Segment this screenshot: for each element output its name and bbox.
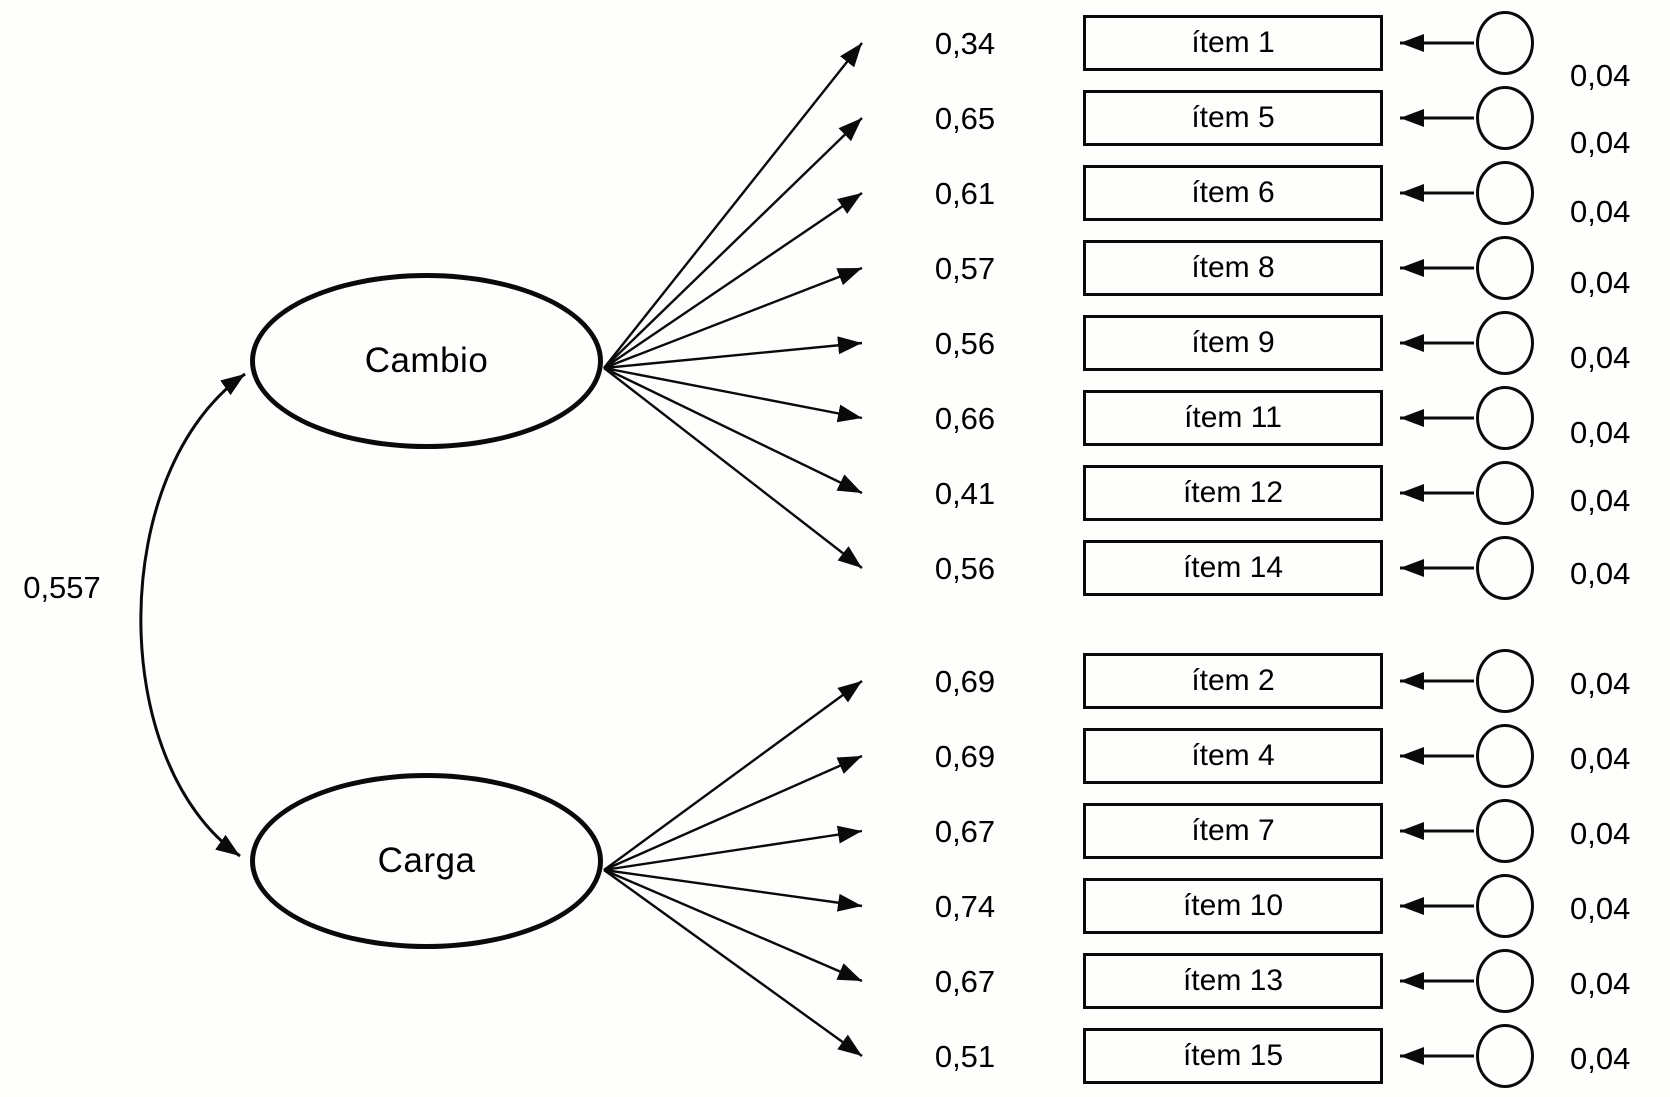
item-label: ítem 7 (1191, 814, 1275, 847)
loading-value: 0,57 (934, 251, 996, 286)
error-value: 0,04 (1570, 1041, 1631, 1076)
factor-loading-arrow (603, 117, 863, 369)
error-value: 0,04 (1570, 666, 1631, 701)
error-term-circle (1476, 11, 1534, 75)
error-term-circle (1476, 311, 1534, 375)
item-box: ítem 4 (1083, 728, 1383, 784)
error-term-circle (1476, 649, 1534, 713)
error-term-circle (1476, 86, 1534, 150)
error-term-circle (1476, 799, 1534, 863)
item-box: ítem 10 (1083, 878, 1383, 934)
latent-factor-carga: Carga (250, 773, 603, 949)
item-box: ítem 15 (1083, 1028, 1383, 1084)
item-box: ítem 12 (1083, 465, 1383, 521)
loading-value: 0,74 (934, 889, 996, 924)
item-label: ítem 4 (1191, 739, 1275, 772)
item-box: ítem 1 (1083, 15, 1383, 71)
item-box: ítem 8 (1083, 240, 1383, 296)
error-term-circle (1476, 1024, 1534, 1088)
loading-value: 0,69 (934, 664, 996, 699)
item-box: ítem 9 (1083, 315, 1383, 371)
factor-loading-arrow (603, 192, 863, 369)
error-value: 0,04 (1570, 483, 1631, 518)
item-label: ítem 5 (1191, 101, 1275, 134)
latent-factor-carga-label: Carga (377, 841, 476, 880)
item-label: ítem 12 (1182, 476, 1284, 509)
latent-factor-cambio-label: Cambio (364, 341, 489, 380)
factor-loading-arrow (603, 868, 863, 912)
loading-value: 0,67 (934, 814, 996, 849)
factor-loading-arrow (603, 366, 863, 495)
factor-loading-arrow (603, 868, 863, 983)
loading-value: 0,67 (934, 964, 996, 999)
item-box: ítem 6 (1083, 165, 1383, 221)
factor-loading-arrow (603, 336, 863, 370)
factor-loading-arrow (603, 366, 863, 423)
item-box: ítem 2 (1083, 653, 1383, 709)
error-value: 0,04 (1570, 556, 1631, 591)
error-value: 0,04 (1570, 816, 1631, 851)
error-value: 0,04 (1570, 125, 1631, 160)
loading-value: 0,56 (934, 551, 996, 586)
error-value: 0,04 (1570, 415, 1631, 450)
factor-loading-arrow (603, 42, 863, 369)
item-box: ítem 5 (1083, 90, 1383, 146)
item-label: ítem 11 (1184, 401, 1282, 434)
error-value: 0,04 (1570, 966, 1631, 1001)
error-term-circle (1476, 461, 1534, 525)
loading-value: 0,41 (934, 476, 996, 511)
loading-value: 0,61 (934, 176, 996, 211)
factor-loading-arrow (603, 680, 863, 871)
item-label: ítem 15 (1182, 1039, 1284, 1072)
item-label: ítem 13 (1182, 964, 1284, 997)
item-label: ítem 14 (1182, 551, 1284, 584)
factor-loading-arrow (603, 825, 863, 872)
loading-value: 0,34 (934, 26, 996, 61)
item-label: ítem 9 (1191, 326, 1275, 359)
factor-loading-arrow (603, 266, 863, 370)
item-label: ítem 8 (1191, 251, 1275, 284)
loading-value: 0,69 (934, 739, 996, 774)
item-box: ítem 13 (1083, 953, 1383, 1009)
covariance-arrow (139, 372, 246, 858)
item-box: ítem 14 (1083, 540, 1383, 596)
item-label: ítem 6 (1191, 176, 1275, 209)
loading-value: 0,65 (934, 101, 996, 136)
error-value: 0,04 (1570, 58, 1631, 93)
error-term-circle (1476, 161, 1534, 225)
error-value: 0,04 (1570, 194, 1631, 229)
covariance-value: 0,557 (23, 570, 101, 605)
loading-value: 0,56 (934, 326, 996, 361)
item-box: ítem 7 (1083, 803, 1383, 859)
error-value: 0,04 (1570, 265, 1631, 300)
factor-loading-arrow (603, 754, 863, 872)
factor-loading-arrow (603, 869, 863, 1057)
item-label: ítem 10 (1182, 889, 1284, 922)
item-label: ítem 1 (1191, 26, 1275, 59)
error-term-circle (1476, 949, 1534, 1013)
error-term-circle (1476, 724, 1534, 788)
error-term-circle (1476, 386, 1534, 450)
error-value: 0,04 (1570, 891, 1631, 926)
error-term-circle (1476, 536, 1534, 600)
loading-value: 0,66 (934, 401, 996, 436)
latent-factor-cambio: Cambio (250, 273, 603, 449)
error-term-circle (1476, 874, 1534, 938)
error-value: 0,04 (1570, 340, 1631, 375)
factor-loading-arrow (603, 367, 863, 569)
loading-value: 0,51 (934, 1039, 996, 1074)
error-value: 0,04 (1570, 741, 1631, 776)
item-label: ítem 2 (1191, 664, 1275, 697)
error-term-circle (1476, 236, 1534, 300)
item-box: ítem 11 (1083, 390, 1383, 446)
